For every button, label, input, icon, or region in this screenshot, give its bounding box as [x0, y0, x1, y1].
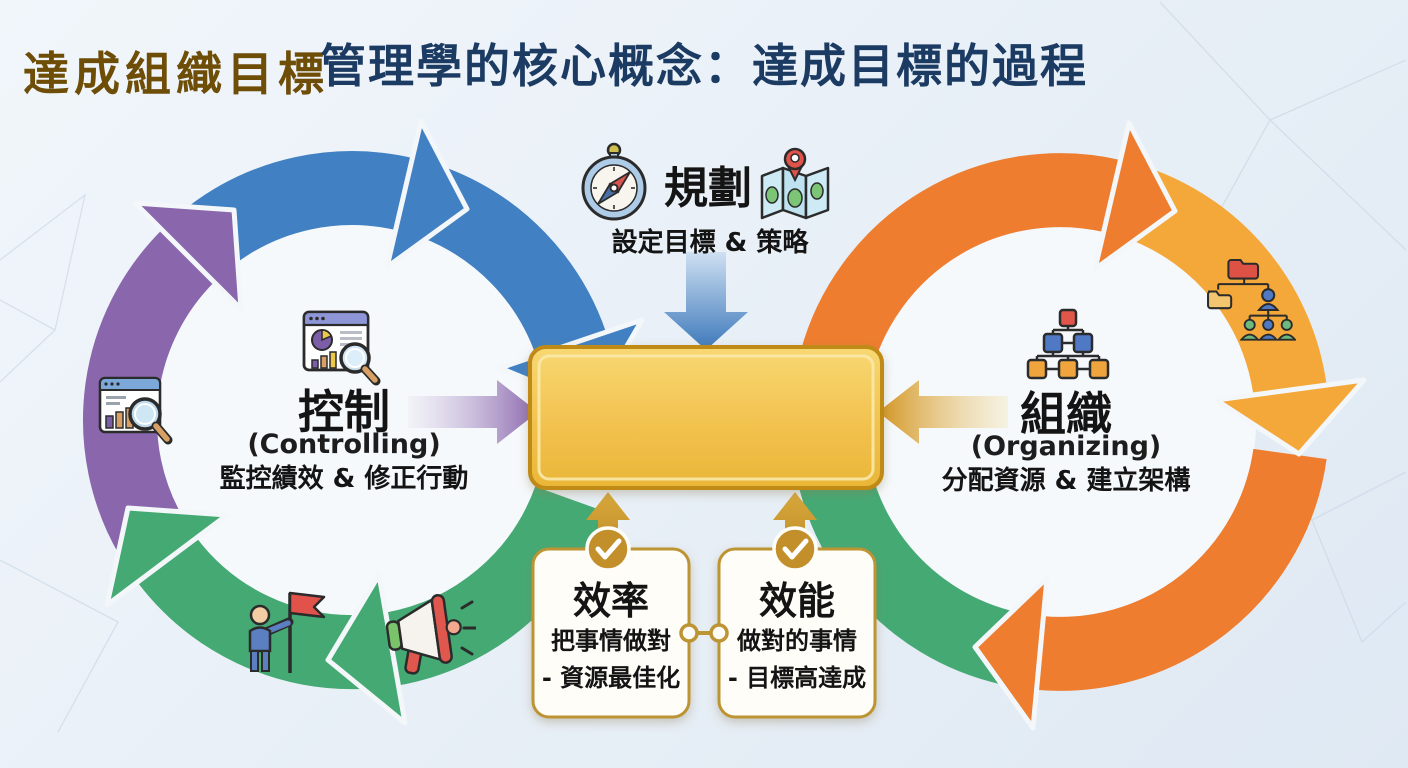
- org-chart-blocks-icon: [1026, 308, 1110, 380]
- left-cycle-disc: [156, 224, 548, 616]
- efficiency-line1: 把事情做對: [551, 627, 671, 655]
- folder-team-hierarchy-icon: [1207, 259, 1296, 341]
- check-icon: [772, 526, 818, 572]
- box-link-connector: [679, 623, 729, 643]
- person-flag-icon: [248, 591, 326, 673]
- goal-box-label-wrap: 達成組織目標: [0, 0, 352, 141]
- compass-icon: [581, 142, 647, 221]
- planning-subtitle: 設定目標 & 策略: [611, 228, 809, 258]
- effectiveness-line2: - 目標高達成: [727, 664, 867, 692]
- organizing-label: 組織: [1020, 387, 1112, 441]
- right-cycle-disc: [864, 226, 1256, 618]
- map-pin-icon: [760, 147, 830, 220]
- effectiveness-line1: 做對的事情: [737, 627, 857, 655]
- efficiency-up-arrow: [586, 492, 630, 545]
- controlling-english: (Controlling): [247, 429, 441, 460]
- controlling-right-arrow: [408, 380, 538, 444]
- goal-label: 達成組織目標: [23, 46, 329, 101]
- organizing-left-arrow: [878, 380, 1008, 444]
- dashboard-magnifier-icon: [302, 310, 381, 386]
- planning-down-arrow: [664, 252, 748, 350]
- goal-box: [528, 345, 884, 490]
- effectiveness-up-arrow: [773, 492, 817, 545]
- check-icon: [585, 526, 631, 572]
- effectiveness-label: 效能: [758, 579, 835, 623]
- efficiency-line2: - 資源最佳化: [541, 664, 681, 692]
- controlling-label: 控制: [298, 385, 390, 439]
- organizing-description: 分配資源 & 建立架構: [941, 466, 1191, 496]
- page-title: 管理學的核心概念：達成目標的過程: [320, 39, 1088, 93]
- organizing-english: (Organizing): [970, 431, 1162, 462]
- right-cycle-arrowheads: [972, 120, 1367, 731]
- background-mesh: [0, 1, 1407, 733]
- analytics-magnifier-icon: [98, 376, 173, 445]
- planning-label: 規劃: [664, 163, 752, 214]
- efficiency-label: 效率: [572, 579, 649, 623]
- controlling-description: 監控績效 & 修正行動: [219, 464, 469, 494]
- megaphone-icon: [385, 593, 476, 675]
